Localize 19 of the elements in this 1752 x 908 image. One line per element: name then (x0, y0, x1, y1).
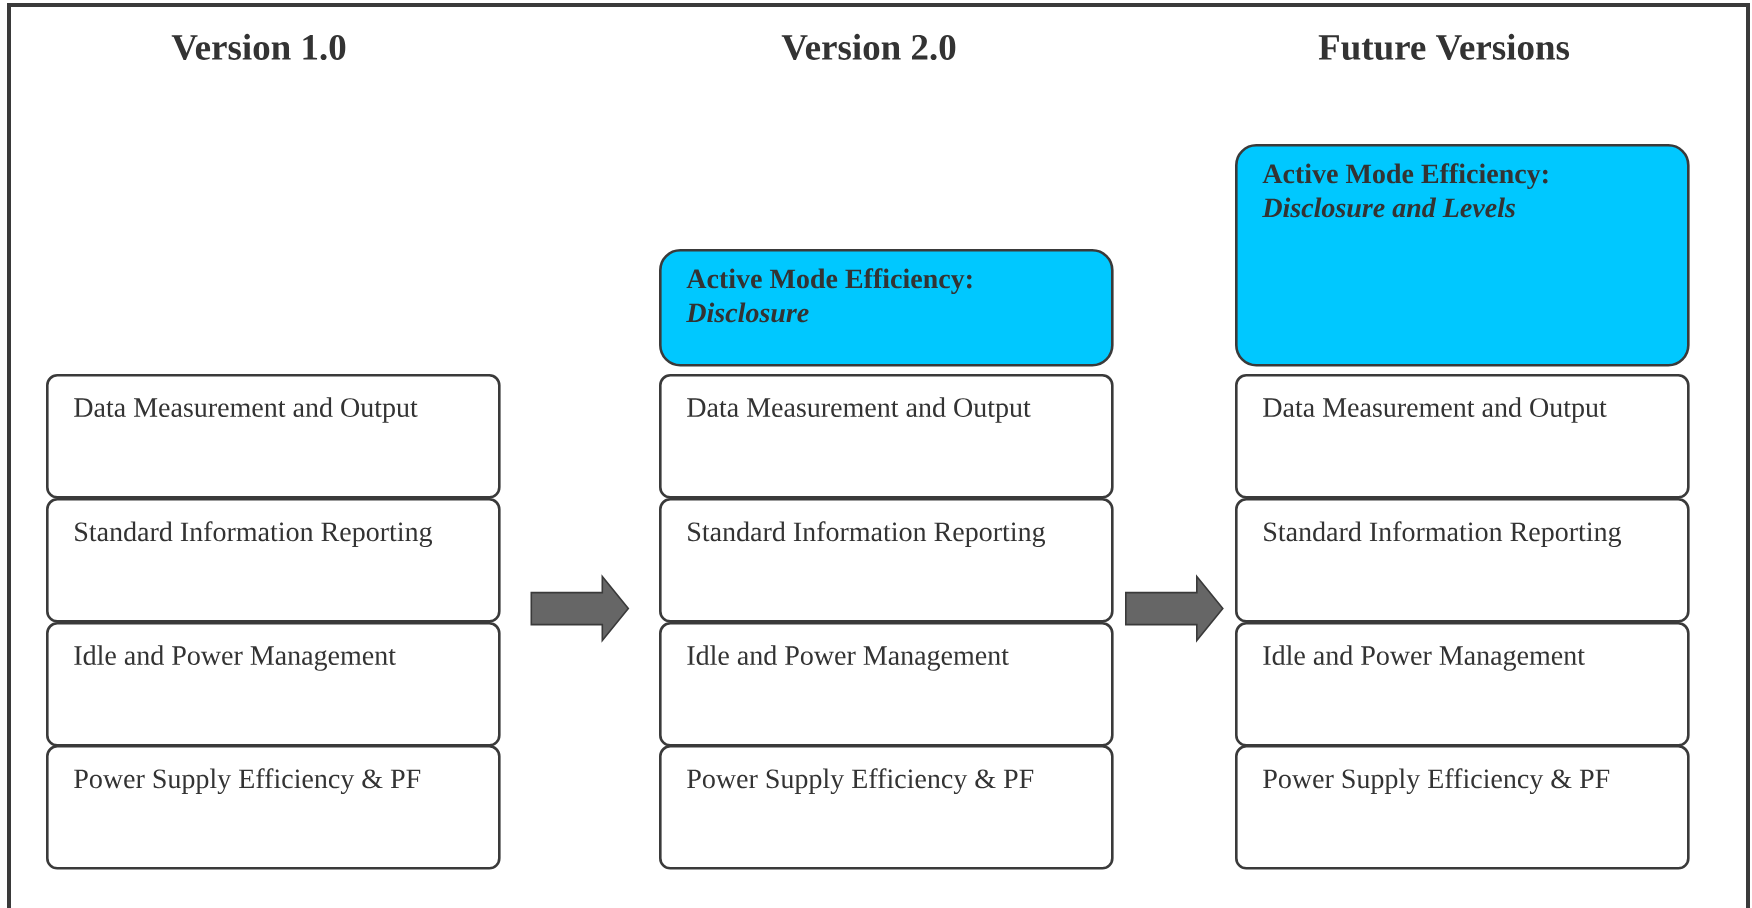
text-box: Power Supply Efficiency & PF (659, 745, 1114, 870)
text-box: Idle and Power Management (659, 622, 1114, 747)
highlight-box: Active Mode Efficiency: Disclosure and Levels (1235, 144, 1690, 367)
text-box: Data Measurement and Output (1235, 374, 1690, 499)
text-box: Power Supply Efficiency & PF (1235, 745, 1690, 870)
column-heading: Future Versions (1318, 33, 1570, 61)
highlight-box: Active Mode Efficiency: Disclosure (659, 249, 1114, 367)
column-heading: Version 1.0 (171, 33, 346, 61)
text-box: Idle and Power Management (46, 622, 501, 747)
text-box: Data Measurement and Output (46, 374, 501, 499)
column-heading: Version 2.0 (781, 33, 956, 61)
text-box: Standard Information Reporting (46, 498, 501, 623)
text-box: Data Measurement and Output (659, 374, 1114, 499)
text-box: Standard Information Reporting (1235, 498, 1690, 623)
text-box: Idle and Power Management (1235, 622, 1690, 747)
block-arrow (1125, 574, 1224, 643)
block-arrow (530, 574, 630, 643)
text-box: Standard Information Reporting (659, 498, 1114, 623)
text-box: Power Supply Efficiency & PF (46, 745, 501, 870)
